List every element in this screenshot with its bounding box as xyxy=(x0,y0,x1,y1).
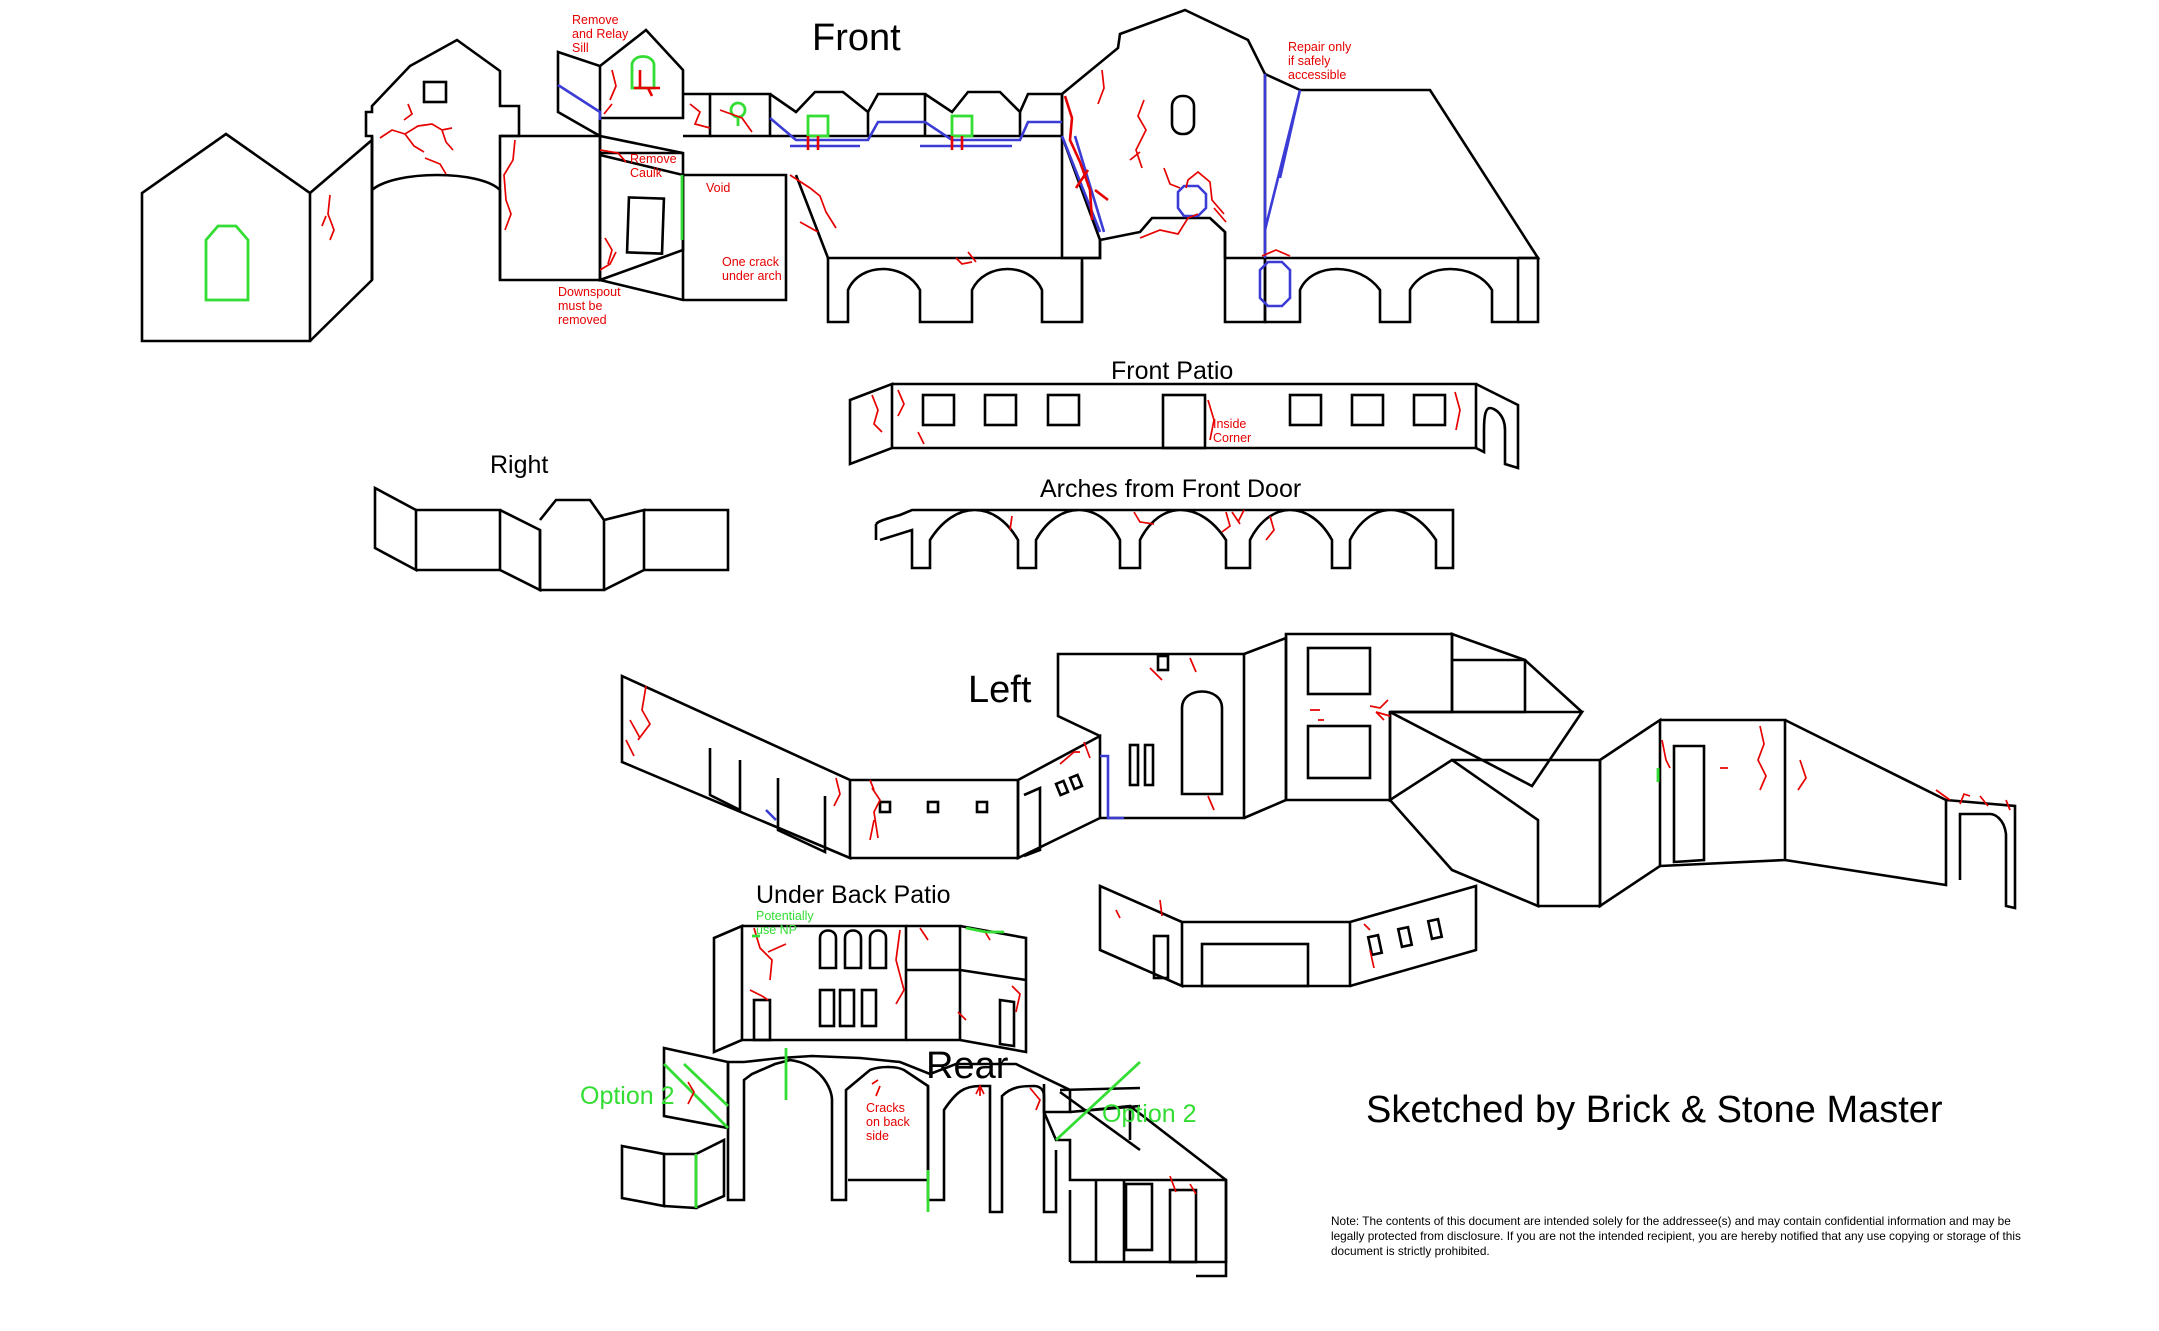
svg-text:and Relay: and Relay xyxy=(572,27,629,41)
svg-text:under arch: under arch xyxy=(722,269,782,283)
left-title: Left xyxy=(968,669,1032,711)
note-one-crack: One crack under arch xyxy=(722,255,782,283)
under-back-patio-elevation xyxy=(712,924,1028,1054)
note-potentially-use-np: Potentially use NP xyxy=(756,909,814,937)
svg-text:on back: on back xyxy=(866,1115,911,1129)
svg-text:Repair only: Repair only xyxy=(1288,40,1352,54)
svg-text:Inside: Inside xyxy=(1213,417,1246,431)
svg-text:if safely: if safely xyxy=(1288,54,1331,68)
svg-text:removed: removed xyxy=(558,313,607,327)
note-repair-only: Repair only if safely accessible xyxy=(1288,40,1352,82)
left-lower-elevation xyxy=(1098,884,1478,988)
note-inside-corner: Inside Corner xyxy=(1213,417,1251,445)
arches-title: Arches from Front Door xyxy=(1040,475,1301,503)
svg-text:Potentially: Potentially xyxy=(756,909,814,923)
svg-text:use NP: use NP xyxy=(756,923,797,937)
svg-text:Sill: Sill xyxy=(572,41,589,55)
svg-text:side: side xyxy=(866,1129,889,1143)
front-elevation xyxy=(140,8,1541,343)
right-title: Right xyxy=(490,451,548,479)
svg-text:Remove: Remove xyxy=(630,152,677,166)
rear-elevation xyxy=(620,1046,1228,1278)
svg-text:must be: must be xyxy=(558,299,603,313)
disclaimer-note: Note: The contents of this document are … xyxy=(1331,1214,2021,1258)
option-2-right: Option 2 xyxy=(1102,1100,1197,1128)
note-remove-caulk: Remove Caulk xyxy=(630,152,677,180)
svg-text:One crack: One crack xyxy=(722,255,780,269)
under-back-patio-title: Under Back Patio xyxy=(756,881,951,909)
svg-text:Remove: Remove xyxy=(572,13,619,27)
right-elevation xyxy=(373,485,730,593)
front-patio-elevation xyxy=(848,382,1520,470)
front-patio-title: Front Patio xyxy=(1111,357,1233,385)
note-cracks-back-side: Cracks on back side xyxy=(866,1101,911,1143)
svg-text:Downspout: Downspout xyxy=(558,285,621,299)
svg-text:Caulk: Caulk xyxy=(630,166,663,180)
rear-title: Rear xyxy=(926,1045,1009,1087)
svg-text:Cracks: Cracks xyxy=(866,1101,905,1115)
arches-elevation xyxy=(874,508,1455,570)
front-title: Front xyxy=(812,17,901,59)
note-void: Void xyxy=(706,181,730,195)
svg-text:Corner: Corner xyxy=(1213,431,1251,445)
option-2-left: Option 2 xyxy=(580,1082,675,1110)
note-downspout: Downspout must be removed xyxy=(558,285,621,327)
svg-text:accessible: accessible xyxy=(1288,68,1346,82)
left-elevation xyxy=(620,632,2017,910)
signature: Sketched by Brick & Stone Master xyxy=(1366,1089,1943,1131)
note-remove-relay-sill: Remove and Relay Sill xyxy=(572,13,629,55)
